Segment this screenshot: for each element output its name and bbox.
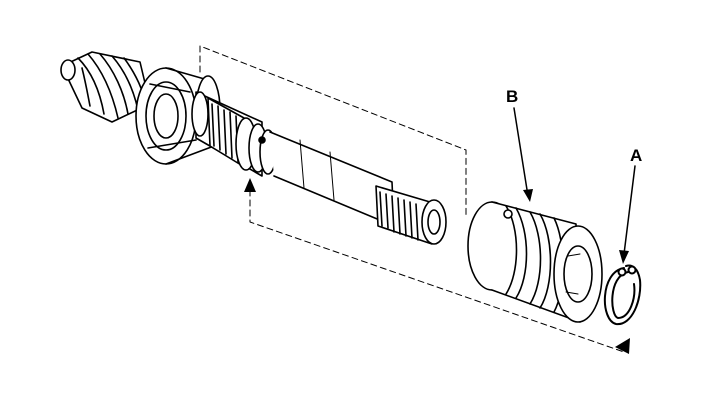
guide-line-lower bbox=[249, 189, 625, 353]
snap-ring-eyelet-1 bbox=[617, 267, 627, 277]
snap-ring-eyelet-2 bbox=[627, 265, 637, 275]
callout-label-b: B bbox=[506, 87, 519, 106]
pinion-gear bbox=[60, 51, 151, 123]
oil-hole bbox=[258, 136, 266, 144]
leader-a bbox=[623, 165, 636, 255]
callout-arrowheads bbox=[523, 189, 629, 264]
leader-a-arrowhead bbox=[619, 250, 629, 264]
guide-arrowheads bbox=[244, 178, 630, 354]
mainshaft bbox=[191, 91, 447, 245]
guide-line-upper bbox=[199, 45, 467, 216]
sleeve-detent-ball bbox=[503, 209, 513, 219]
leader-b-arrowhead bbox=[523, 189, 533, 202]
callout-label-a: A bbox=[630, 146, 643, 165]
leader-b bbox=[513, 107, 529, 197]
assembly-guide-lines bbox=[199, 45, 625, 353]
arrowhead-shaft-groove bbox=[244, 178, 256, 192]
callout-leaders bbox=[513, 107, 636, 255]
arrowhead-clip-position bbox=[615, 338, 630, 354]
sleeve-assembly bbox=[467, 201, 603, 323]
snap-ring bbox=[603, 264, 642, 326]
